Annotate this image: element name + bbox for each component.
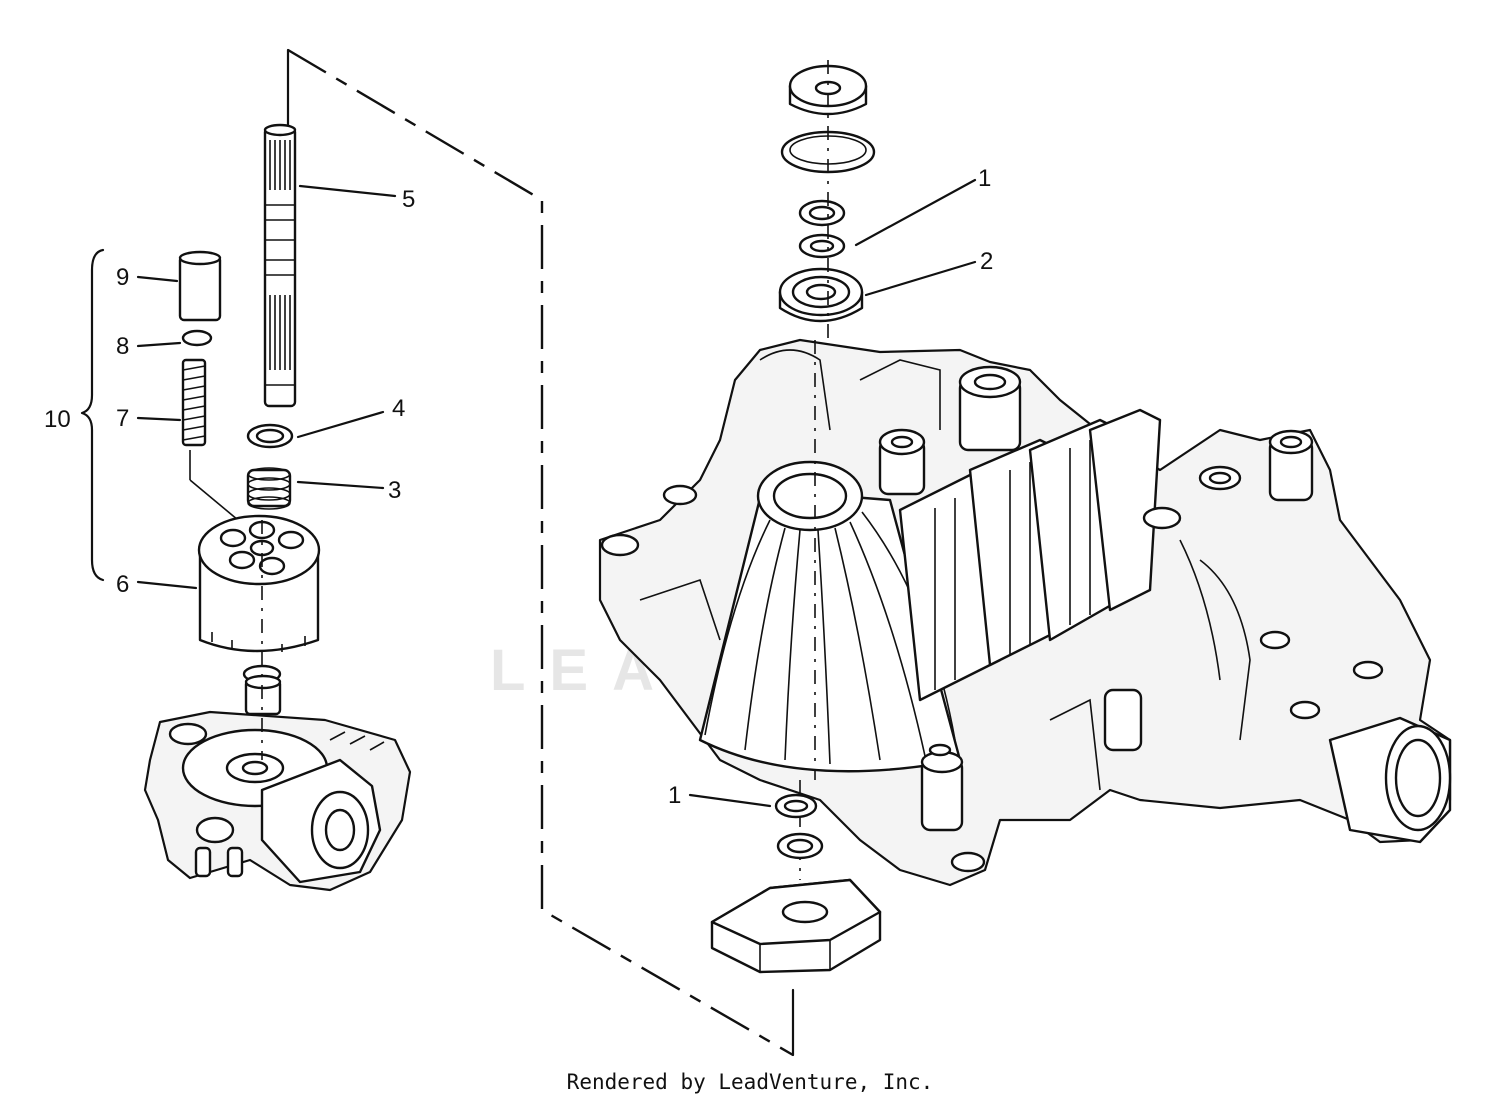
callout-labels: 5 9 8 10 7 4 3 6 1 2 1	[44, 165, 993, 809]
callout-2: 2	[980, 248, 993, 275]
slipper-block-part	[710, 878, 882, 974]
callout-1-bottom: 1	[668, 782, 681, 809]
callout-6: 6	[116, 571, 129, 598]
piston-spring-part	[181, 358, 207, 447]
washer-part	[181, 329, 213, 347]
callout-8: 8	[116, 333, 129, 360]
spring-part	[246, 467, 292, 510]
bottom-retainer-part	[776, 832, 824, 860]
callout-10: 10	[44, 406, 71, 433]
pump-shaft-part	[263, 123, 297, 408]
pump-housing-part	[143, 710, 412, 892]
callout-7: 7	[116, 405, 129, 432]
ball-bearing-part	[778, 267, 864, 323]
right-leader-lines	[688, 178, 977, 808]
rendered-by-footer: Rendered by LeadVenture, Inc.	[566, 1070, 934, 1094]
cylinder-block-part	[197, 514, 321, 653]
callout-4: 4	[392, 395, 405, 422]
transaxle-housing-part	[598, 338, 1452, 887]
callout-3: 3	[388, 477, 401, 504]
assembly-dashed-outline	[286, 48, 795, 1057]
bottom-seal-part	[774, 793, 818, 819]
bushing-part	[244, 674, 282, 716]
piston-part	[178, 250, 222, 322]
callout-9: 9	[116, 264, 129, 291]
callout-5: 5	[402, 186, 415, 213]
seal-part	[798, 233, 846, 259]
retainer-part	[798, 199, 846, 227]
group-10-brace	[80, 248, 105, 582]
left-leader-lines	[136, 184, 397, 590]
retaining-ring-part	[246, 423, 294, 449]
callout-1-top: 1	[978, 165, 991, 192]
